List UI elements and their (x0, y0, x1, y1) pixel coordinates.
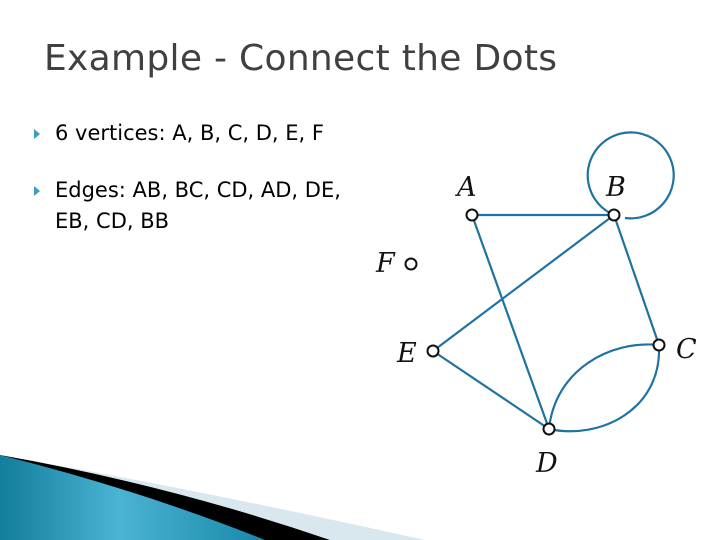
graph-vertices (404, 208, 666, 436)
bullet-arrow-icon (34, 129, 40, 139)
bullet-text: Edges: AB, BC, CD, AD, DE, EB, CD, BB (55, 178, 341, 233)
bullet-text: 6 vertices: A, B, C, D, E, F (55, 121, 324, 145)
bullet-item-vertices: 6 vertices: A, B, C, D, E, F (34, 118, 364, 149)
edge-BC (612, 214, 661, 346)
vertex-E (426, 344, 440, 358)
edge-AD (470, 214, 551, 430)
edge-CD-lower (548, 344, 661, 433)
slide-title: Example - Connect the Dots (44, 38, 558, 79)
vertex-C (652, 338, 666, 352)
vertex-labels: A B C D E F (375, 172, 697, 479)
swoosh-blue-wedge (0, 455, 265, 540)
edge-EB (432, 214, 615, 352)
vertex-F (404, 257, 418, 271)
vertex-B (607, 208, 621, 222)
edge-DE (432, 350, 550, 430)
bullet-item-edges: Edges: AB, BC, CD, AD, DE, EB, CD, BB (34, 175, 364, 237)
label-B: B (605, 172, 626, 203)
bullet-arrow-icon (34, 186, 40, 196)
edge-CD-upper (547, 343, 660, 430)
label-D: D (535, 448, 558, 479)
graph-edges (432, 131, 675, 433)
label-F: F (375, 248, 396, 279)
label-E: E (396, 338, 417, 369)
bullet-list: 6 vertices: A, B, C, D, E, F Edges: AB, … (34, 118, 364, 263)
vertex-D (542, 422, 556, 436)
label-C: C (676, 334, 697, 365)
label-A: A (454, 172, 477, 203)
edge-BB-loop (586, 131, 675, 220)
vertex-A (465, 208, 479, 222)
